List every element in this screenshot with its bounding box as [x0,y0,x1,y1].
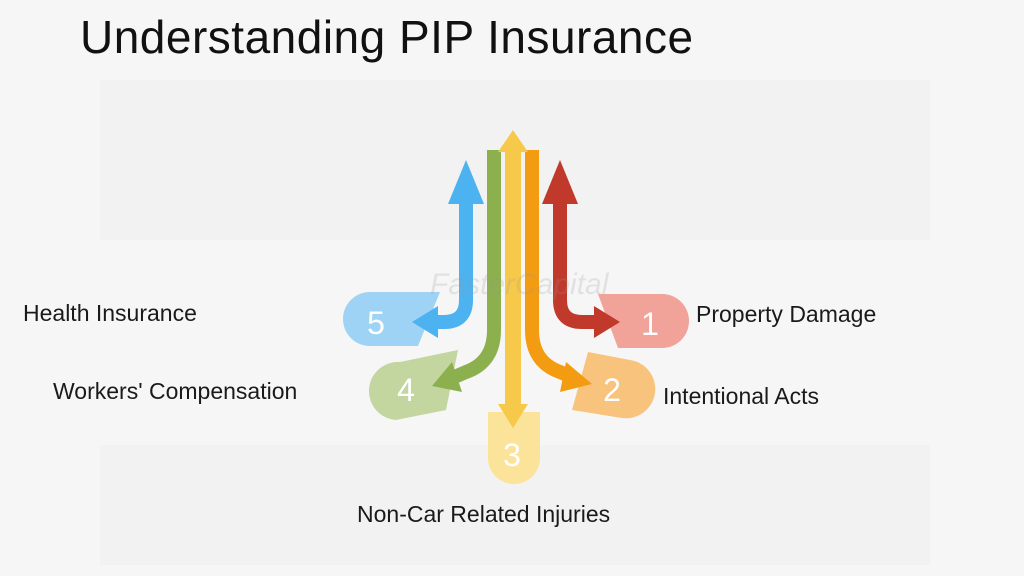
pill-2-shape [572,352,656,419]
pill-2-number: 2 [603,372,621,408]
pill-4-shape [368,350,458,420]
arrow-1 [542,160,620,338]
arrow-2 [525,150,592,392]
pill-5: 5 [343,292,440,346]
watermark-text: FasterCapital [430,268,609,301]
arrow-5-line [432,200,473,329]
arrow-3-head-up [498,130,528,152]
label-intentional-acts: Intentional Acts [663,383,819,409]
label-property-damage: Property Damage [696,301,877,327]
arrow-1-head-right [594,306,620,338]
label-non-car-related-injuries: Non-Car Related Injuries [357,501,611,527]
pill-5-shape [343,292,440,346]
arrow-4-line [449,150,501,385]
pill-5-number: 5 [367,305,385,341]
pill-3-shape [488,412,540,484]
label-workers-compensation: Workers' Compensation [53,378,298,404]
pill-1: 1 [598,294,689,348]
arrow-5-head-left [412,306,438,338]
label-health-insurance: Health Insurance [23,300,197,326]
arrow-4-head [432,362,462,392]
pill-3: 3 [488,412,540,484]
arrow-3 [498,130,528,428]
arrow-2-line [525,150,577,385]
arrow-3-head-down [498,404,528,428]
arrow-5-head-up [448,160,484,204]
arrow-2-head [560,362,592,392]
arrow-4 [432,150,501,392]
pill-4: 4 [368,350,458,420]
arrow-1-line [553,200,598,329]
pill-4-number: 4 [397,372,415,408]
pill-2: 2 [572,352,656,419]
pill-1-number: 1 [641,306,659,342]
page-title: Understanding PIP Insurance [80,11,694,63]
pill-1-shape [598,294,689,348]
arrow-1-head-up [542,160,578,204]
arrow-5 [412,160,484,338]
pill-3-number: 3 [503,437,521,473]
